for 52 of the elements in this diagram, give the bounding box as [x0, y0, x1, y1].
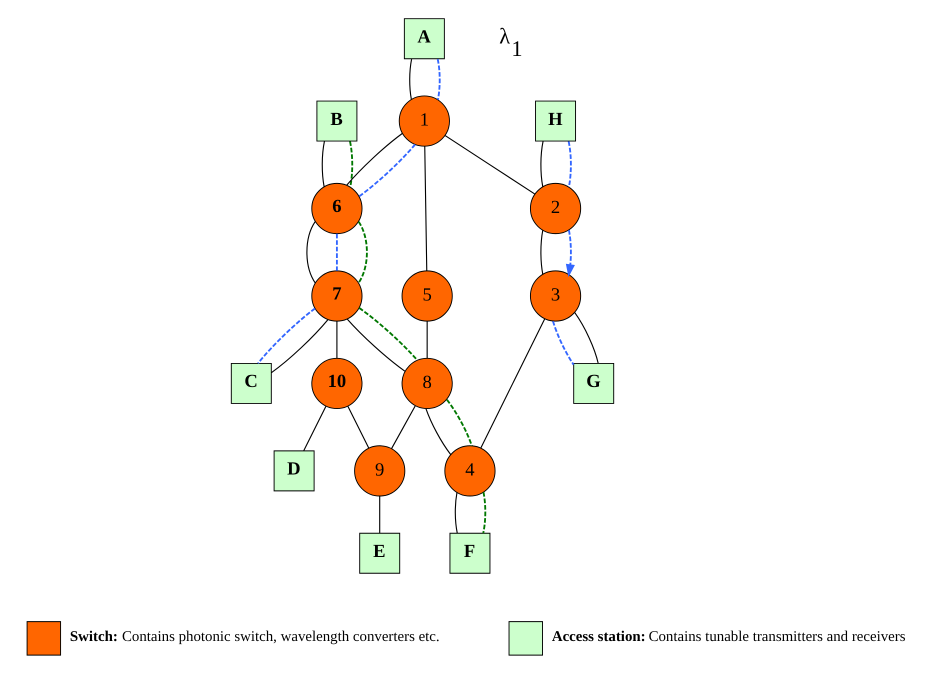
connector [346, 318, 406, 372]
node-circle: 3 [530, 270, 582, 322]
node-box: G [573, 362, 614, 404]
connector [424, 146, 428, 270]
connector [540, 140, 544, 186]
node-circle: 9 [354, 444, 406, 496]
arrow [566, 230, 575, 277]
node-circle: 8 [402, 357, 453, 409]
node-box: F [449, 532, 490, 574]
connector [349, 140, 354, 187]
node-box: A [404, 18, 445, 59]
connector [358, 143, 416, 197]
connector [257, 307, 316, 364]
legend-label: Access station: Contains tunable transmitters and receivers [552, 628, 906, 644]
node-circle: 1 [398, 94, 450, 146]
connector [574, 312, 599, 363]
connector [379, 496, 380, 532]
connector [568, 140, 572, 187]
node-box: B [316, 100, 358, 142]
connector [347, 406, 370, 448]
connector [336, 233, 338, 270]
node-box: H [535, 100, 576, 142]
node-box: E [359, 532, 400, 574]
node-circle: 10 [311, 357, 362, 409]
node-circle: 2 [530, 182, 582, 234]
connector [409, 58, 412, 100]
connector [306, 220, 316, 283]
node-circle: 5 [402, 270, 453, 322]
node-box: D [274, 450, 315, 491]
connector [436, 58, 441, 100]
connector [480, 318, 546, 448]
legend-label: Switch: Contains photonic switch, wavelength converters etc. [70, 628, 440, 644]
connector [391, 405, 416, 448]
connector [322, 140, 325, 186]
node-box: C [230, 362, 272, 404]
connector [358, 306, 418, 360]
connector [552, 320, 574, 365]
connector [425, 408, 452, 454]
connector [303, 406, 326, 450]
connector [454, 492, 458, 533]
connector [446, 398, 473, 446]
node-circle: 7 [311, 270, 362, 322]
node-circle: 4 [444, 444, 496, 496]
connector [482, 491, 486, 533]
connector [346, 132, 403, 186]
connector [271, 318, 328, 373]
connector [426, 320, 428, 358]
node-circle: 6 [311, 182, 362, 234]
connector [444, 134, 536, 194]
connector [336, 320, 338, 358]
connector [540, 230, 544, 274]
connector [358, 220, 368, 284]
